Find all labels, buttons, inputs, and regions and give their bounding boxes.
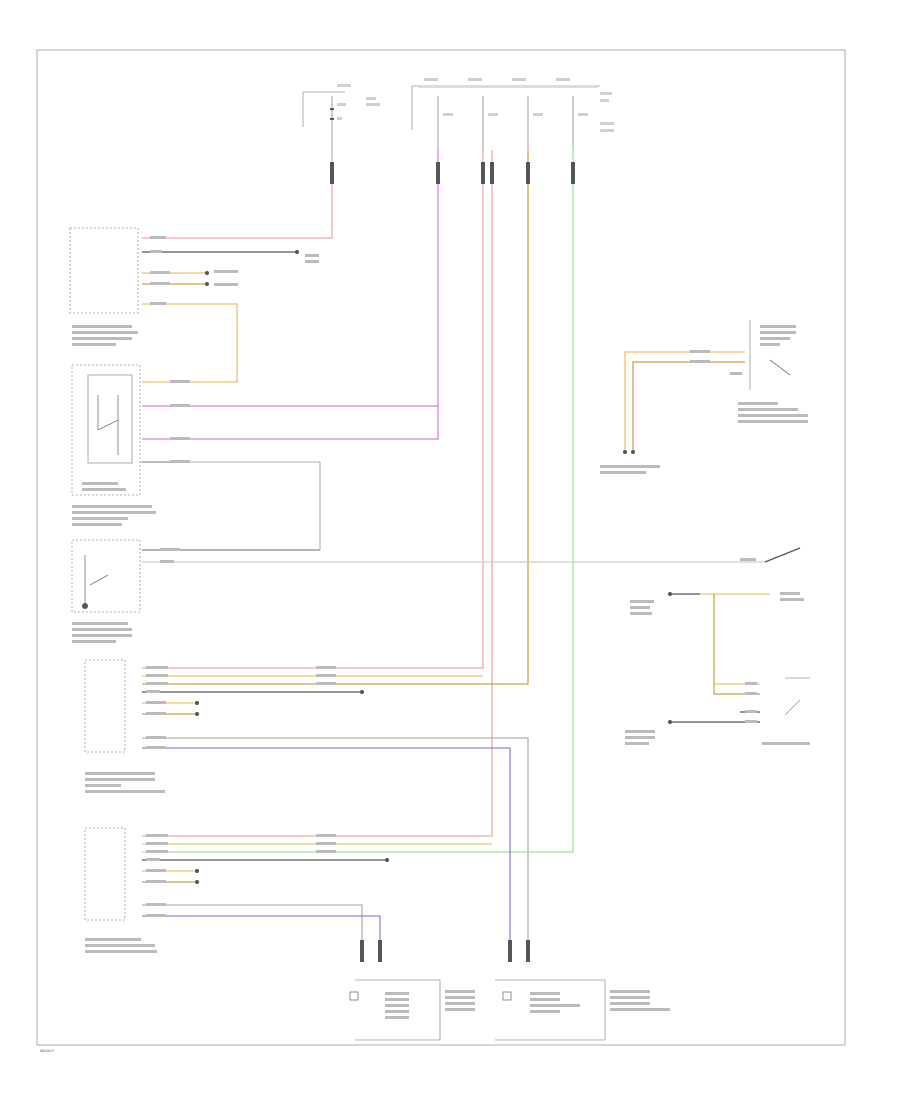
wire-red-left bbox=[142, 158, 333, 239]
trunk-connectors bbox=[330, 162, 575, 184]
right-lower-switch bbox=[625, 547, 810, 745]
module-top-left bbox=[69, 227, 319, 383]
module-front-passenger bbox=[84, 659, 529, 960]
wire-olive bbox=[142, 150, 529, 685]
wire-red-right bbox=[142, 150, 493, 837]
fuse-block-right bbox=[411, 78, 614, 150]
diagram-frame bbox=[36, 49, 846, 1046]
module-relay bbox=[71, 364, 321, 550]
right-switch-module bbox=[600, 320, 808, 474]
fuse-block-left bbox=[302, 84, 380, 158]
wire-green bbox=[142, 150, 574, 853]
seat-module-left bbox=[349, 940, 475, 1041]
module-driver bbox=[84, 827, 492, 960]
seat-module-right bbox=[495, 940, 670, 1041]
module-switch bbox=[71, 539, 765, 643]
footer-code: WD0A1Y bbox=[40, 1049, 54, 1053]
wire-magenta bbox=[142, 150, 439, 440]
